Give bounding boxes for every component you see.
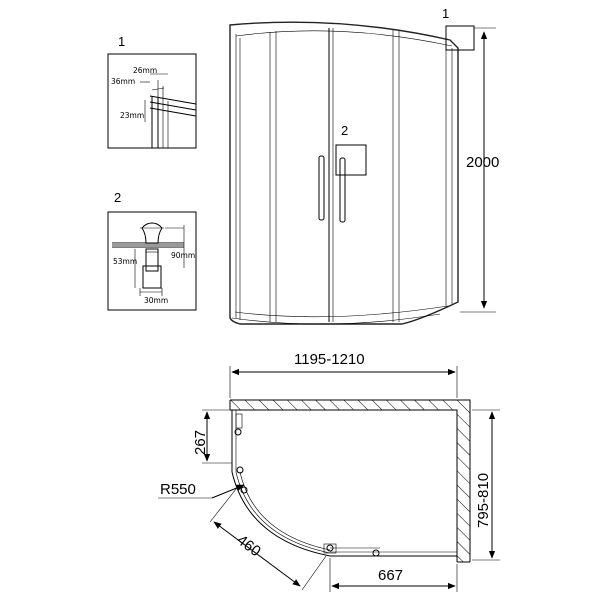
width-dimension: 1195-1210 — [294, 351, 365, 368]
enclosure-outline — [229, 21, 459, 325]
detail-1-dim-a: 26mm — [133, 66, 157, 75]
door-handle-left — [318, 155, 325, 221]
fixed-side-dimension: 267 — [192, 430, 209, 455]
detail-2: 2 90mm 53mm 30mm — [107, 190, 197, 311]
detail-1-number: 1 — [118, 34, 125, 49]
detail-2-dim-height: 90mm — [171, 251, 195, 260]
radius-dimension: R550 — [160, 481, 196, 498]
curved-panel-dimension-line — [213, 521, 301, 587]
callout-label-handle: 2 — [341, 123, 348, 138]
straight-panel-dimension: 667 — [378, 567, 403, 584]
plan-view: 1195-1210 795-810 267 R550 460 667 — [158, 351, 500, 592]
wall-hatching — [230, 400, 470, 562]
detail-1-dim-b: 36mm — [111, 77, 135, 86]
radius-leader — [211, 484, 245, 499]
detail-2-dim-width: 30mm — [144, 296, 168, 305]
detail-2-frame — [107, 211, 197, 311]
callout-box-top-profile — [445, 25, 475, 51]
detail-1-dim-c: 23mm — [120, 111, 144, 120]
depth-dimension: 795-810 — [475, 473, 492, 528]
height-dimension: 2000 — [466, 154, 499, 171]
detail-1: 1 26mm 36mm 23mm — [107, 34, 197, 149]
front-elevation: 2 1 2000 — [229, 6, 499, 325]
detail-2-number: 2 — [114, 190, 121, 205]
callout-box-handle — [335, 144, 367, 176]
detail-2-dim-base: 53mm — [113, 257, 137, 266]
callout-label-top-profile: 1 — [442, 6, 449, 21]
door-handle-right — [339, 157, 346, 223]
detail-1-profile — [140, 73, 197, 148]
handle-knob-profile — [112, 222, 185, 296]
